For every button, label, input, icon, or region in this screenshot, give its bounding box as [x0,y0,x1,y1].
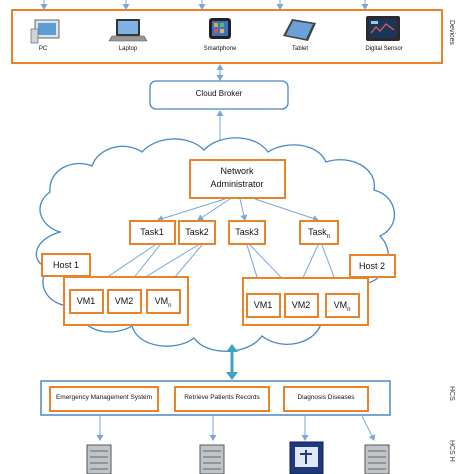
device-label-pc: PC [38,46,48,52]
task-label-n: Taskn [308,227,330,240]
cloud-broker-label: Cloud Broker [195,89,243,98]
host-1-vm-1 [69,289,104,314]
host-2-vm-n [325,293,360,318]
host-1-vm-n-label: VMn [154,296,172,309]
server-icon-3 [364,444,390,474]
service-box-records [174,386,270,412]
task-label-2: Task2 [185,227,209,237]
task-box-3 [228,220,266,245]
host-2-label-box [349,254,396,278]
task-box-2 [178,220,216,245]
device-label-laptop: Laptop [118,46,138,52]
host-1-vm-1-label: VM1 [76,296,96,306]
cloud-broker-box [149,80,289,110]
network-admin-label-line1: Network [220,166,254,176]
server-icon-2 [199,444,225,474]
service-diagnosis-label: Diagnosis Diseases [297,394,355,401]
service-emergency-label: Emergency Management System [55,394,153,401]
host-1-vm-2-label: VM2 [114,296,134,306]
laptop-icon [108,19,148,42]
host-1-vm-n [146,289,181,314]
network-administrator-box [189,159,286,199]
hcs-side-label-2: HCS H [448,440,455,462]
smartphone-icon [209,18,231,39]
task-label-3: Task3 [235,227,259,237]
task-box-1 [129,220,176,245]
service-box-diagnosis [283,386,369,412]
devices-side-label: Devices [448,20,455,45]
admin-to-task-arrows [157,198,319,222]
task-box-n [299,220,339,245]
host-2-vm-n-label: VMn [333,300,351,313]
pc-icon [30,19,60,44]
tablet-icon [283,19,316,41]
service-to-server-arrows [96,415,375,441]
service-box-emergency [49,386,159,412]
hcs-side-label: HCS [448,386,455,401]
device-label-digital-sensor: Digital Sensor [365,46,403,52]
service-records-label: Retrieve Patients Records [184,394,260,401]
host-2-vm-2-label: VM2 [291,300,311,310]
medical-device-icon [289,441,324,474]
host-2-vm-1 [246,293,281,318]
host-2-vm-2 [284,293,319,318]
device-label-smartphone: Smartphone [203,46,237,52]
device-input-arrows [40,0,369,10]
network-admin-label-line2: Administrator [210,179,264,189]
task-label-1: Task1 [140,227,164,237]
digital-sensor-icon [366,16,400,41]
host-1-label: Host 1 [52,260,80,270]
device-label-tablet: Tablet [291,46,309,52]
server-icon-1 [86,444,112,474]
cloud-hcs-double-arrow [226,344,238,380]
host-1-vm-2 [107,289,142,314]
host-2-label: Host 2 [358,261,386,271]
host-2-vm-1-label: VM1 [253,300,273,310]
